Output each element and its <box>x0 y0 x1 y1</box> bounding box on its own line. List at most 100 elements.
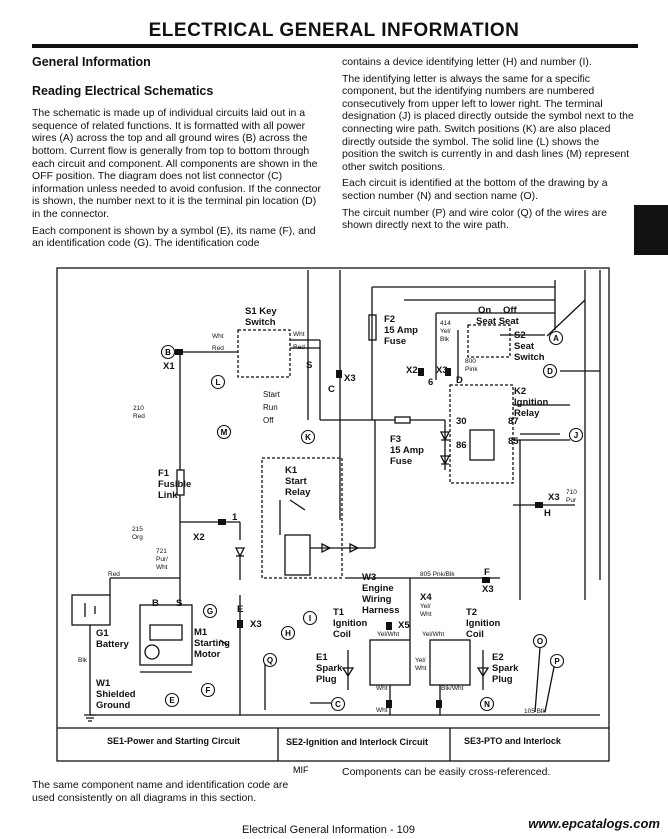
e1-name-2: Plug <box>316 674 337 685</box>
callout-letter-d: D <box>547 367 553 376</box>
s2-name: Seat <box>514 341 535 352</box>
wire-red-3: Red <box>108 571 120 578</box>
callout-circle <box>302 610 318 626</box>
f2-rating: 15 Amp <box>384 325 418 336</box>
terminal-s: S <box>176 598 182 609</box>
callout-circle <box>200 682 216 698</box>
terminal-85: 85 <box>508 436 519 447</box>
switch-position-run: Run <box>263 403 278 412</box>
wire-805: 805 Pnk/Blk <box>420 571 455 578</box>
callout-circle <box>330 696 346 712</box>
callout-circle <box>300 429 316 445</box>
wire-414: 414 <box>440 320 451 327</box>
connector-x5: X5 <box>398 620 410 631</box>
s1-name: S1 Key <box>245 306 277 317</box>
terminal-1: 1 <box>232 512 238 523</box>
terminal-b: B <box>152 598 159 609</box>
callout-letter-p: P <box>554 657 560 666</box>
section-subheading: Reading Electrical Schematics <box>32 83 214 98</box>
mif-label: MIF <box>293 765 309 775</box>
callout-circle <box>202 603 218 619</box>
seat-on: On <box>478 305 491 316</box>
callout-letter-e: E <box>169 696 175 705</box>
right-paragraph-3: Each circuit is identified at the bottom… <box>342 177 608 202</box>
page-title: ELECTRICAL GENERAL INFORMATION <box>148 20 520 41</box>
connector-x3-a: X3 <box>344 373 356 384</box>
e2-code: E2 <box>492 652 504 663</box>
connector-x2-top: X2 <box>406 365 418 376</box>
connector-x3-b: X3 <box>436 365 448 376</box>
g1-name: Battery <box>96 639 129 650</box>
caption-left: The same component name and identificati… <box>32 779 289 804</box>
wire-414-color: Yel/ <box>440 328 451 335</box>
wire-721-color-2: Wht <box>156 564 168 571</box>
callout-circle <box>479 696 495 712</box>
callout-circle <box>210 374 226 390</box>
callout-circle <box>262 652 278 668</box>
title-rule <box>32 44 638 48</box>
wire-yel-1b: Wht <box>420 611 432 618</box>
callout-circle <box>280 625 296 641</box>
connector-x2: X2 <box>193 532 205 543</box>
callout-letter-n: N <box>484 700 490 709</box>
connector-x3-e: X3 <box>548 492 560 503</box>
callout-circle <box>164 692 180 708</box>
wire-210: 210 <box>133 405 144 412</box>
w1-code: W1 <box>96 678 111 689</box>
k2-name-2: Relay <box>514 408 540 419</box>
wire-red-2: Red <box>293 344 305 351</box>
schematic-frame <box>56 267 610 762</box>
right-paragraph-4: The circuit number (P) and wire color (Q… <box>342 206 607 232</box>
wire-wht-2: Wht <box>293 331 305 338</box>
f1-name-2: Link <box>158 490 178 501</box>
k2-name: Ignition <box>514 397 548 408</box>
t1-name-2: Coil <box>333 629 351 640</box>
w3-name: Engine <box>362 583 394 594</box>
section-heading: General Information <box>32 55 151 69</box>
e2-name-2: Plug <box>492 674 513 685</box>
wire-red-1: Red <box>212 345 224 352</box>
w3-code: W3 <box>362 572 376 583</box>
switch-position-off: Off <box>263 416 274 425</box>
wire-yel-wht-1: Yel/Wht <box>377 631 399 638</box>
callout-letter-h: H <box>285 629 291 638</box>
connector-x3-d: X3 <box>482 584 494 595</box>
callout-letter-l: L <box>216 378 221 387</box>
wire-yel-3: Yel/ <box>415 657 426 664</box>
t1-name: Ignition <box>333 618 367 629</box>
wire-210-color: Red <box>133 413 145 420</box>
terminal-f: F <box>484 567 490 578</box>
callout-circle <box>549 653 565 669</box>
seat-seat: Seat Seat <box>476 316 520 327</box>
wire-215-color: Org <box>132 534 143 541</box>
left-column: General Information Reading Electrical S… <box>32 56 322 254</box>
callout-letter-i: I <box>309 614 311 623</box>
right-paragraph-1: contains a device identifying letter (H)… <box>342 56 592 68</box>
t1-code: T1 <box>333 607 345 618</box>
wire-215: 215 <box>132 526 143 533</box>
left-paragraph-1: The schematic is made up of individual c… <box>32 107 321 220</box>
g1-code: G1 <box>96 628 109 639</box>
callout-letter-c: C <box>335 700 341 709</box>
f2-code: F2 <box>384 314 395 325</box>
caption-right: Components can be easily cross-reference… <box>342 766 551 778</box>
wire-721: 721 <box>156 548 167 555</box>
callout-letter-a: A <box>553 334 559 343</box>
callout-letter-g: G <box>207 607 213 616</box>
wire-105: 105 Blk <box>524 708 546 715</box>
section-se1: SE1-Power and Starting Circuit <box>107 736 240 746</box>
wire-414-color-2: Blk <box>440 336 450 343</box>
wire-wht-4: Wht <box>376 707 388 714</box>
e1-code: E1 <box>316 652 328 663</box>
wire-800: 800 <box>465 358 476 365</box>
wire-710-color: Pur <box>566 497 577 504</box>
terminal-30: 30 <box>456 416 467 427</box>
f2-name: Fuse <box>384 336 406 347</box>
connector-x3-c: X3 <box>250 619 262 630</box>
section-se3: SE3-PTO and Interlock <box>464 736 562 746</box>
terminal-6: 6 <box>428 377 433 388</box>
w3-name-2: Wiring <box>362 594 392 605</box>
callout-circle <box>548 330 564 346</box>
m1-code: M1 <box>194 627 208 638</box>
